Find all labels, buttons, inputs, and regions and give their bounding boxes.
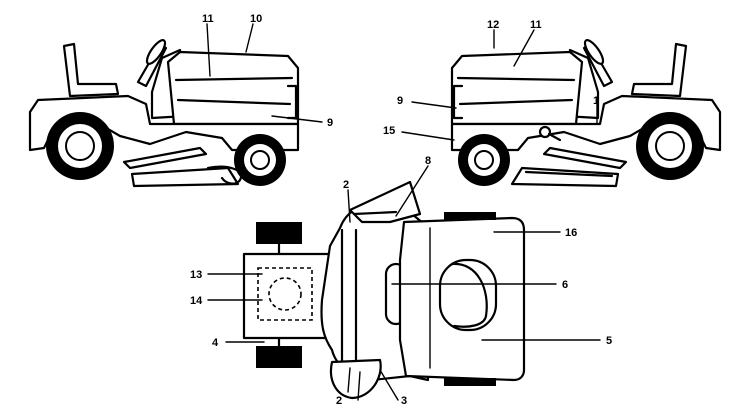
callout-14-top: 14 — [190, 295, 203, 307]
callout-leaders — [206, 23, 601, 401]
callout-15-right: 15 — [383, 125, 395, 137]
seat — [62, 42, 120, 98]
steering-wheel — [145, 39, 167, 65]
callout-2-bottom: 2 — [336, 395, 342, 405]
hood — [450, 50, 584, 126]
steering-wheel — [583, 39, 605, 65]
hood — [166, 50, 300, 126]
callout-4-top: 4 — [212, 337, 219, 349]
rear-wheel-bottom — [256, 346, 302, 368]
callout-8-top: 8 — [425, 155, 431, 167]
hood-grille — [438, 258, 498, 332]
callout-3-bottom: 3 — [401, 395, 407, 405]
front-bumper — [444, 212, 496, 220]
mower-deck — [510, 166, 620, 188]
callout-10-left: 10 — [250, 13, 262, 25]
callout-9-left: 9 — [327, 117, 333, 129]
callout-2-top: 2 — [343, 179, 349, 191]
deck-bottom — [329, 358, 382, 400]
tractor-top-view — [242, 180, 526, 400]
seat-top — [348, 180, 422, 224]
callout-12-right: 12 — [487, 19, 499, 31]
callout-labels: 11 10 9 12 11 9 1 15 2 8 16 13 14 6 4 5 … — [190, 13, 612, 405]
tractor-right-side-view — [450, 39, 722, 188]
front-bumper-bottom — [444, 378, 496, 386]
callout-13-top: 13 — [190, 269, 202, 281]
seat — [630, 42, 688, 98]
mower-deck — [130, 166, 240, 188]
rear-wheel-top — [256, 222, 302, 244]
callout-1-right: 1 — [593, 95, 599, 107]
callout-16-top: 16 — [565, 227, 577, 239]
callout-11-right: 11 — [530, 19, 542, 31]
fuel-cap-dashed — [268, 277, 302, 311]
lift-lever-knob — [538, 125, 552, 139]
callout-11-left: 11 — [202, 13, 214, 25]
tractor-left-side-view — [28, 39, 300, 188]
callout-5-top: 5 — [606, 335, 612, 347]
callout-6-top: 6 — [562, 279, 568, 291]
battery-area-dashed — [257, 267, 313, 321]
callout-9-right: 9 — [397, 95, 403, 107]
